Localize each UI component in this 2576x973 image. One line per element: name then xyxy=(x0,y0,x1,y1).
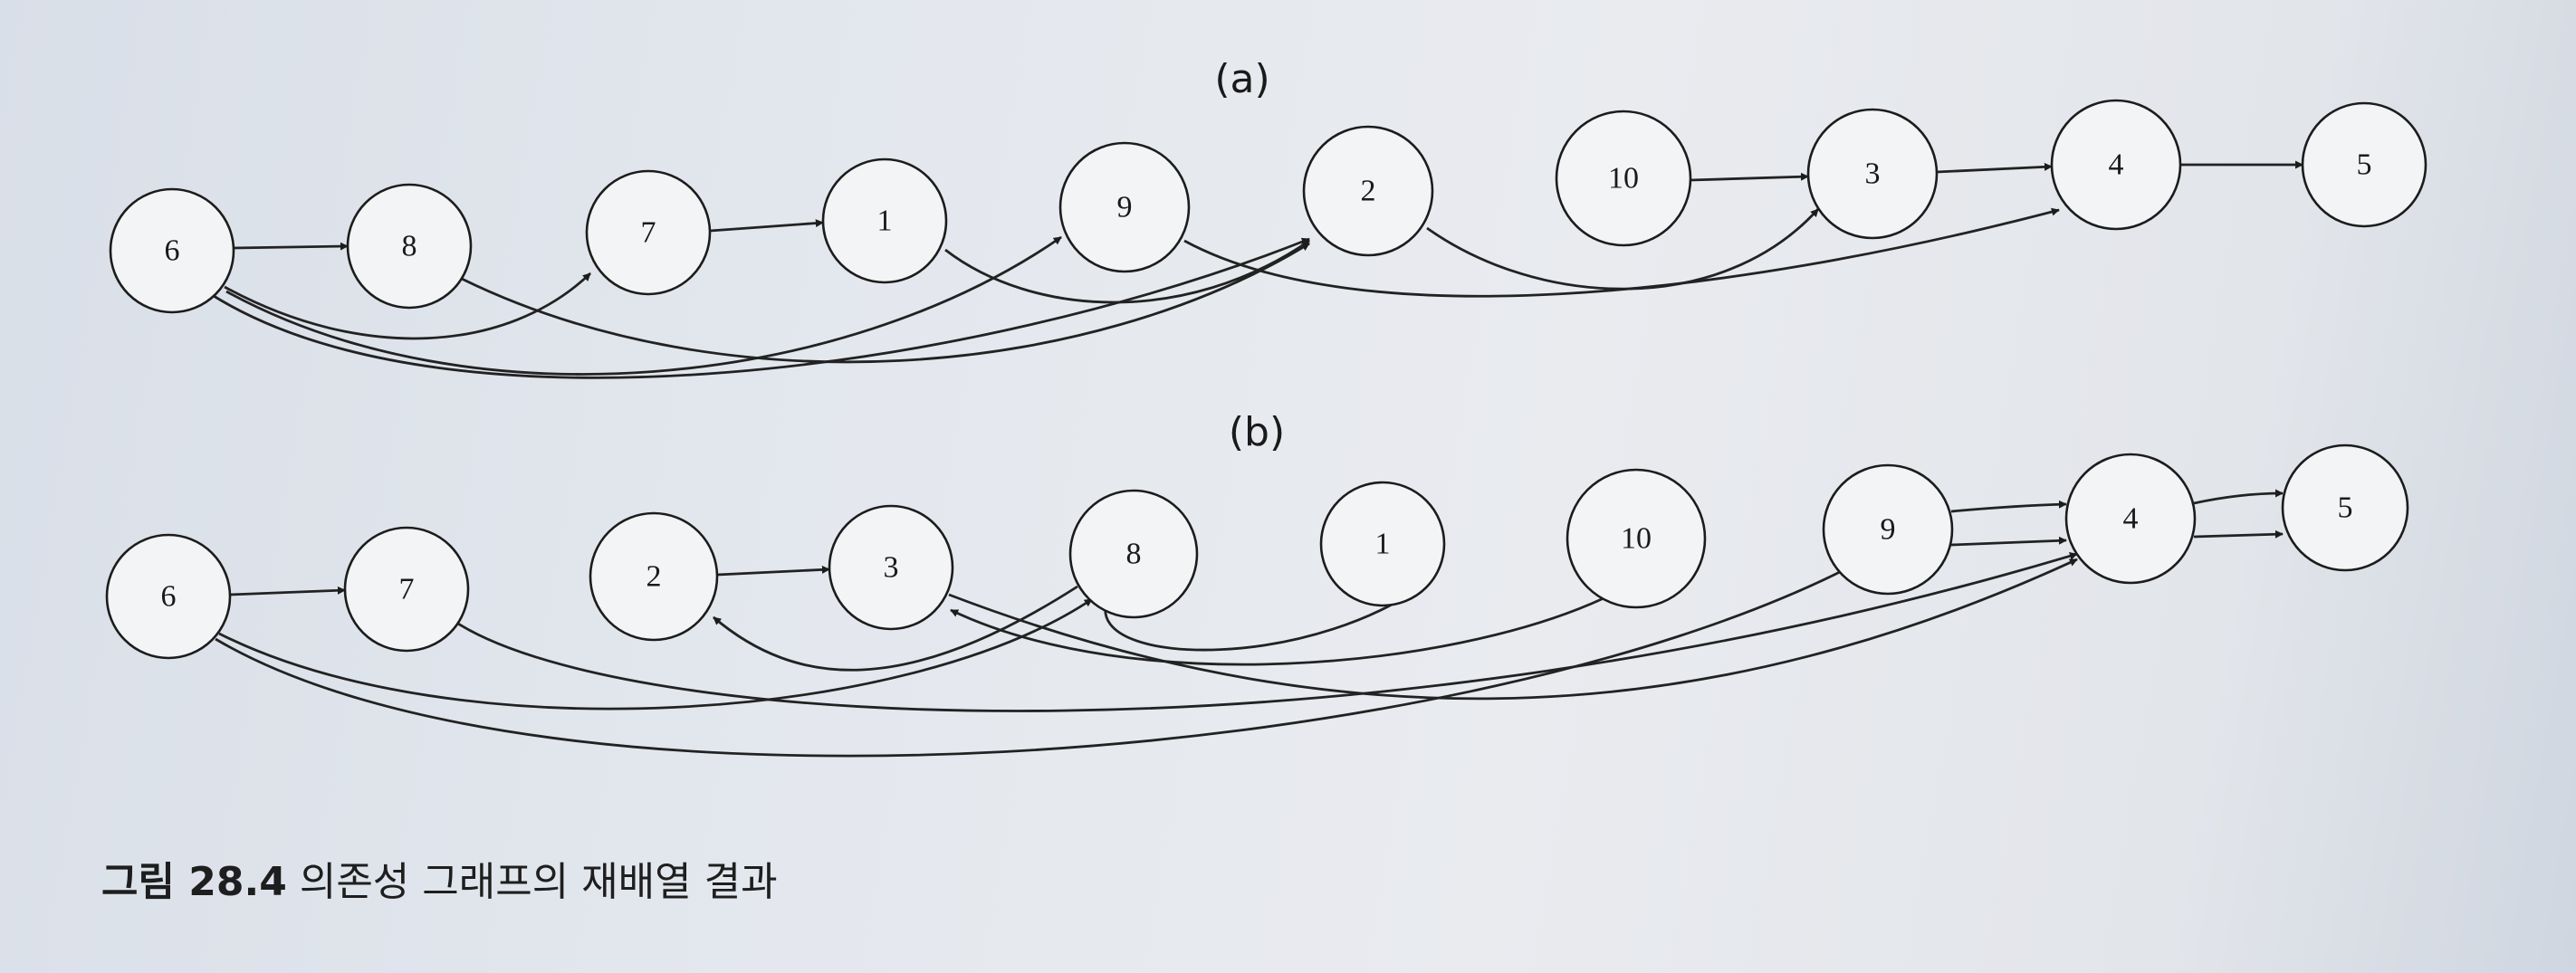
node-label: 2 xyxy=(646,560,662,594)
edge-9-to-4 xyxy=(1183,207,2060,298)
node-7: 7 xyxy=(585,169,712,296)
figure-caption: 그림 28.4 의존성 그래프의 재배열 결과 xyxy=(101,849,778,907)
panel-b-label: (b) xyxy=(1229,409,1285,455)
node-label: 1 xyxy=(1375,528,1391,561)
node-label: 7 xyxy=(641,216,656,250)
node-label: 1 xyxy=(877,205,893,238)
figure-number: 그림 28.4 xyxy=(101,859,287,905)
edge-3-to-4 xyxy=(948,558,2078,701)
node-2: 2 xyxy=(1302,125,1434,257)
node-label: 10 xyxy=(1608,162,1639,196)
edge-2-to-3 xyxy=(716,565,830,577)
node-6: 6 xyxy=(105,533,232,660)
node-2: 2 xyxy=(589,511,719,642)
edge-9-to-4 xyxy=(1950,500,2067,513)
node-3: 3 xyxy=(828,504,954,631)
edge-1-to-8 xyxy=(1100,574,1436,652)
edge-7-to-1 xyxy=(709,219,824,233)
node-circle xyxy=(346,183,473,310)
edge-6-to-8 xyxy=(233,242,349,251)
node-circle xyxy=(2301,101,2428,228)
node-circle xyxy=(1555,110,1692,247)
node-label: 5 xyxy=(2338,491,2353,525)
node-label: 3 xyxy=(884,551,899,585)
node-5: 5 xyxy=(2281,444,2409,572)
node-1: 1 xyxy=(1319,481,1446,607)
node-5: 5 xyxy=(2301,101,2428,228)
panel-a-label: (a) xyxy=(1214,56,1269,102)
node-circle xyxy=(343,526,470,653)
edge-6-to-7 xyxy=(224,272,591,340)
node-circle xyxy=(2064,453,2197,585)
node-10: 10 xyxy=(1555,110,1692,247)
node-4: 4 xyxy=(2050,99,2182,231)
node-circle xyxy=(1319,481,1446,607)
node-circle xyxy=(109,187,235,314)
panel-a-nodes: 6 8 7 1 9 2 10 3 4 5 xyxy=(109,99,2428,314)
node-label: 5 xyxy=(2357,148,2372,182)
node-circle xyxy=(1822,463,1954,596)
edge-3-to-4 xyxy=(1936,162,2053,174)
edge-10-to-3 xyxy=(950,596,1604,666)
node-9: 9 xyxy=(1058,141,1191,273)
node-4: 4 xyxy=(2064,453,2197,585)
edge-6-to-7 xyxy=(229,586,346,596)
node-10: 10 xyxy=(1566,468,1707,609)
node-circle xyxy=(589,511,719,642)
node-circle xyxy=(2281,444,2409,572)
node-circle xyxy=(821,157,948,284)
figure-caption-text: 의존성 그래프의 재배열 결과 xyxy=(299,859,778,905)
node-label: 4 xyxy=(2109,148,2124,182)
node-circle xyxy=(585,169,712,296)
node-3: 3 xyxy=(1806,108,1939,240)
node-7: 7 xyxy=(343,526,470,653)
node-label: 6 xyxy=(165,234,180,268)
node-circle xyxy=(2050,99,2182,231)
edge-8-to-2 xyxy=(713,585,1078,672)
node-circle xyxy=(1068,489,1199,619)
edge-6-to-8 xyxy=(218,597,1093,711)
node-label: 8 xyxy=(402,230,417,263)
node-label: 3 xyxy=(1865,157,1881,191)
edge-2-to-3 xyxy=(1426,208,1820,291)
node-label: 8 xyxy=(1126,538,1142,571)
panel-b-edges xyxy=(215,489,2284,758)
edge-9-to-4 xyxy=(1950,536,2067,547)
node-label: 2 xyxy=(1361,175,1376,208)
edge-6-to-9 xyxy=(225,235,1062,376)
edge-6-to-9 xyxy=(215,567,1848,758)
node-circle xyxy=(1302,125,1434,257)
node-circle xyxy=(105,533,232,660)
edge-6-to-2 xyxy=(213,237,1310,379)
node-8: 8 xyxy=(346,183,473,310)
node-circle xyxy=(1058,141,1191,273)
node-9: 9 xyxy=(1822,463,1954,596)
node-1: 1 xyxy=(821,157,948,284)
panel-b-nodes: 6 7 2 3 8 1 10 9 4 5 xyxy=(105,444,2409,660)
node-label: 4 xyxy=(2123,502,2139,536)
node-6: 6 xyxy=(109,187,235,314)
edge-4-to-5 xyxy=(2193,489,2284,505)
node-circle xyxy=(828,504,954,631)
node-8: 8 xyxy=(1068,489,1199,619)
edge-7-to-4 xyxy=(457,552,2078,712)
node-label: 6 xyxy=(161,580,177,614)
node-circle xyxy=(1806,108,1939,240)
node-label: 9 xyxy=(1117,191,1133,224)
node-label: 9 xyxy=(1881,513,1896,547)
node-label: 7 xyxy=(399,573,415,606)
node-label: 10 xyxy=(1621,522,1652,556)
edge-4-to-5 xyxy=(2193,529,2284,539)
edge-10-to-3 xyxy=(1690,172,1809,182)
node-circle xyxy=(1566,468,1707,609)
edge-8-to-2 xyxy=(461,242,1310,364)
panel-a-edges xyxy=(213,160,2303,379)
